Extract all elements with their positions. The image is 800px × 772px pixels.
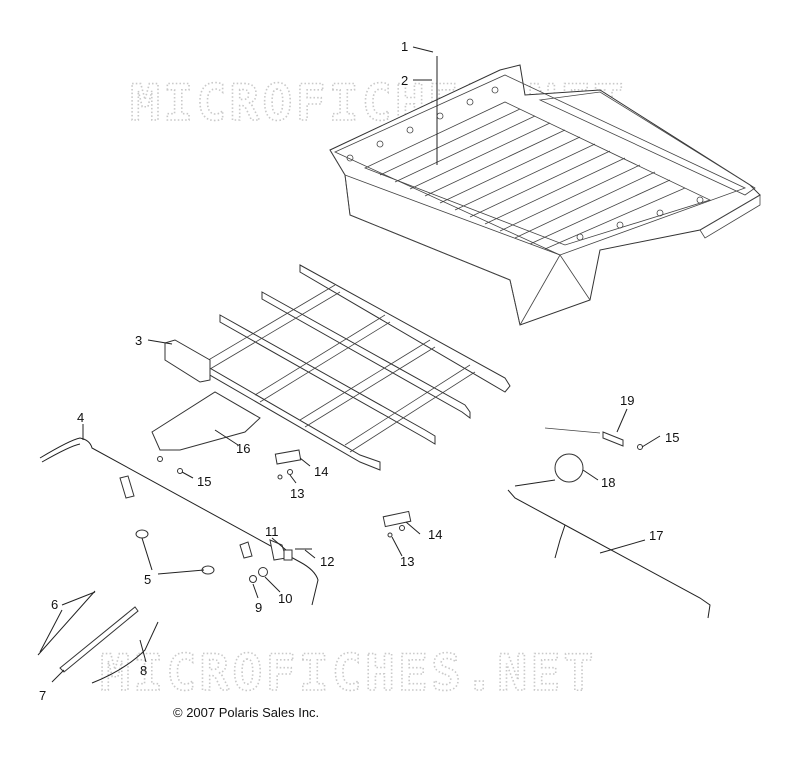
callout-9: 9	[255, 600, 262, 615]
watermark-bottom: MICROFICHES.NET	[100, 644, 597, 702]
callout-1: 1	[401, 39, 408, 54]
washer	[258, 567, 268, 577]
cargo-box-frame	[164, 264, 511, 471]
callout-5: 5	[144, 572, 151, 587]
nut	[249, 575, 257, 583]
callout-11: 11	[265, 524, 279, 539]
callout-6: 6	[51, 597, 58, 612]
pin-upper	[135, 529, 149, 539]
callout-7: 7	[39, 688, 46, 703]
callout-4: 4	[77, 410, 84, 425]
callout-18: 18	[601, 475, 615, 490]
callout-10: 10	[278, 591, 292, 606]
callout-15-left: 15	[197, 474, 211, 489]
callout-16: 16	[236, 441, 250, 456]
callout-14-left: 14	[314, 464, 328, 479]
callout-15-right: 15	[665, 430, 679, 445]
hardware-group-left	[157, 449, 412, 538]
callout-2: 2	[401, 73, 408, 88]
release-cable	[91, 621, 159, 684]
callout-17: 17	[649, 528, 663, 543]
callout-14-right: 14	[428, 527, 442, 542]
callout-13-left: 13	[290, 486, 304, 501]
callout-3: 3	[135, 333, 142, 348]
latch-cable-assembly	[507, 427, 711, 619]
support-rod-assembly	[39, 437, 319, 606]
callout-13-right: 13	[400, 554, 414, 569]
callout-19: 19	[620, 393, 634, 408]
callout-12: 12	[320, 554, 334, 569]
gas-rod-pin	[37, 590, 96, 656]
callout-8: 8	[140, 663, 147, 678]
skid-plate	[151, 391, 261, 451]
clip	[283, 549, 293, 561]
leader-lines	[39, 46, 661, 683]
copyright-notice: © 2007 Polaris Sales Inc.	[173, 705, 320, 720]
